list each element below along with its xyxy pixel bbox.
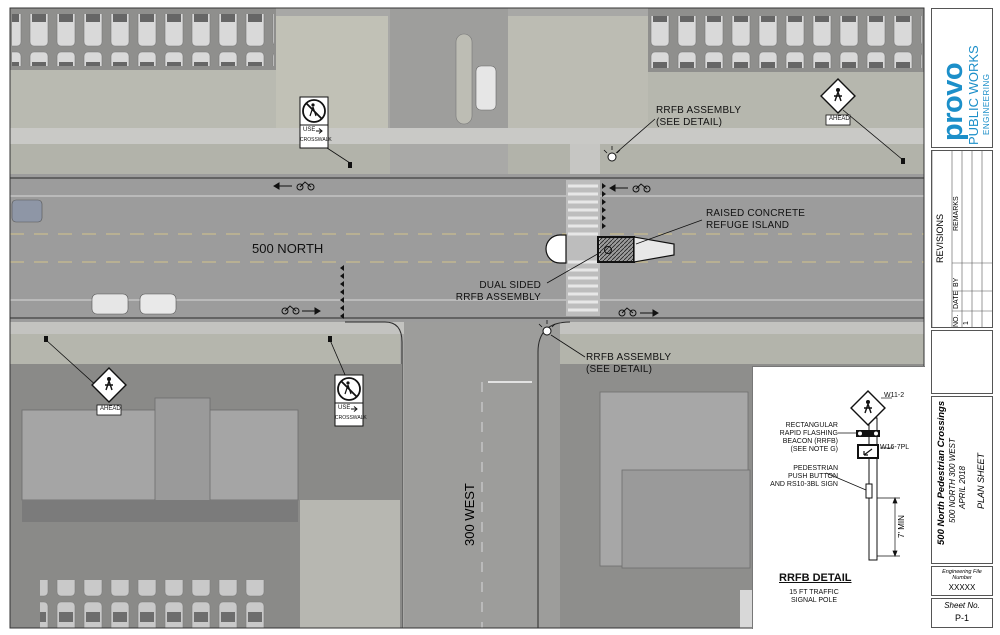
car-parked-2 (139, 293, 177, 315)
yard-sw (300, 500, 400, 628)
project-info-box: 500 North Pedestrian Crossings 500 NORTH… (931, 396, 993, 564)
north-leg-apron (390, 144, 508, 174)
dept-line-1: PUBLIC WORKS (966, 45, 981, 145)
dept-line-2: ENGINEERING (982, 73, 991, 135)
project-date: APRIL 2018 (958, 466, 967, 509)
use-crosswalk-sign-nw (299, 96, 329, 149)
parked-cars-west (12, 14, 274, 66)
use-crosswalk-sign-sw (334, 374, 364, 427)
car-west (11, 199, 43, 223)
grass-se (560, 334, 924, 364)
parked-cars-east (650, 16, 922, 68)
grass-nw (10, 70, 276, 128)
sign-posts (44, 158, 905, 342)
crosswalk (566, 180, 600, 316)
callout-rrfb-ne: RRFB ASSEMBLY(SEE DETAIL) (656, 105, 742, 128)
project-location: 500 NORTH 300 WEST (948, 438, 957, 523)
refuge-island (545, 234, 675, 264)
crosswalk-label-nw: CROSSWALK (300, 137, 332, 143)
north-sidewalk (10, 128, 924, 144)
sheet-no-label: Sheet No. (944, 601, 980, 610)
rev-row-1-no: 1 (963, 321, 970, 325)
ramp-ne (570, 144, 600, 174)
ped-crossing-sign-ne (820, 78, 856, 126)
rev-col-no: NO. (953, 314, 960, 327)
landscape-nw (276, 16, 388, 128)
rrfb-beacon-ne (603, 146, 621, 162)
grass-sw (10, 334, 400, 364)
rev-col-remarks: REMARKS (953, 196, 960, 231)
car-parked-1 (91, 293, 129, 315)
car-north (475, 65, 497, 111)
south-leg-road (404, 322, 560, 628)
ahead-plate-ne: AHEAD (829, 116, 850, 122)
detail-sign-code-w11-2: W11-2 (884, 392, 905, 399)
yield-markings-west (340, 265, 344, 319)
revisions-grid (932, 151, 992, 327)
landscape-ne (508, 16, 648, 128)
street-name-300-west: 300 WEST (462, 483, 477, 546)
project-title: 500 North Pedestrian Crossings (936, 400, 947, 545)
yield-markings-east (602, 183, 606, 229)
sheet-no-value: P-1 (954, 613, 969, 623)
ahead-plate-sw: AHEAD (100, 406, 121, 412)
seal-box (931, 330, 993, 394)
revisions-box: REVISIONS NO. DATE BY REMARKS 1 (931, 150, 993, 328)
rev-col-date: DATE (953, 290, 960, 309)
crosswalk-label-sw: CROSSWALK (335, 415, 367, 421)
bike-lane-symbol-se (618, 307, 659, 317)
bike-lane-symbol-nw (273, 181, 315, 191)
detail-sign-code-w16-7pl: W16-7PL (880, 444, 910, 451)
north-median (455, 33, 473, 125)
rev-col-by: BY (953, 277, 960, 287)
grass-ne (648, 72, 924, 128)
detail-min-height: 7' MIN (897, 515, 906, 538)
ped-crossing-sign-sw (91, 367, 127, 416)
sheet-no-box: Sheet No. P-1 (931, 598, 993, 628)
eng-file-value: XXXXX (948, 583, 976, 593)
bike-lane-symbol-ne (609, 183, 651, 193)
detail-title: RRFB DETAIL (779, 572, 852, 584)
parked-cars-south (40, 580, 270, 628)
bike-lane-symbol-sw (281, 305, 321, 315)
callout-rrfb-sw: RRFB ASSEMBLY(SEE DETAIL) (586, 352, 672, 375)
use-label-nw: USE (303, 127, 316, 133)
title-block-logo: provo PUBLIC WORKS ENGINEERING (931, 8, 993, 148)
sheet-type: PLAN SHEET (976, 452, 986, 509)
street-name-500-north: 500 NORTH (252, 241, 324, 256)
use-label-sw: USE (338, 405, 351, 411)
revisions-heading: REVISIONS (935, 213, 945, 263)
rrfb-beacon-sw (538, 320, 556, 336)
